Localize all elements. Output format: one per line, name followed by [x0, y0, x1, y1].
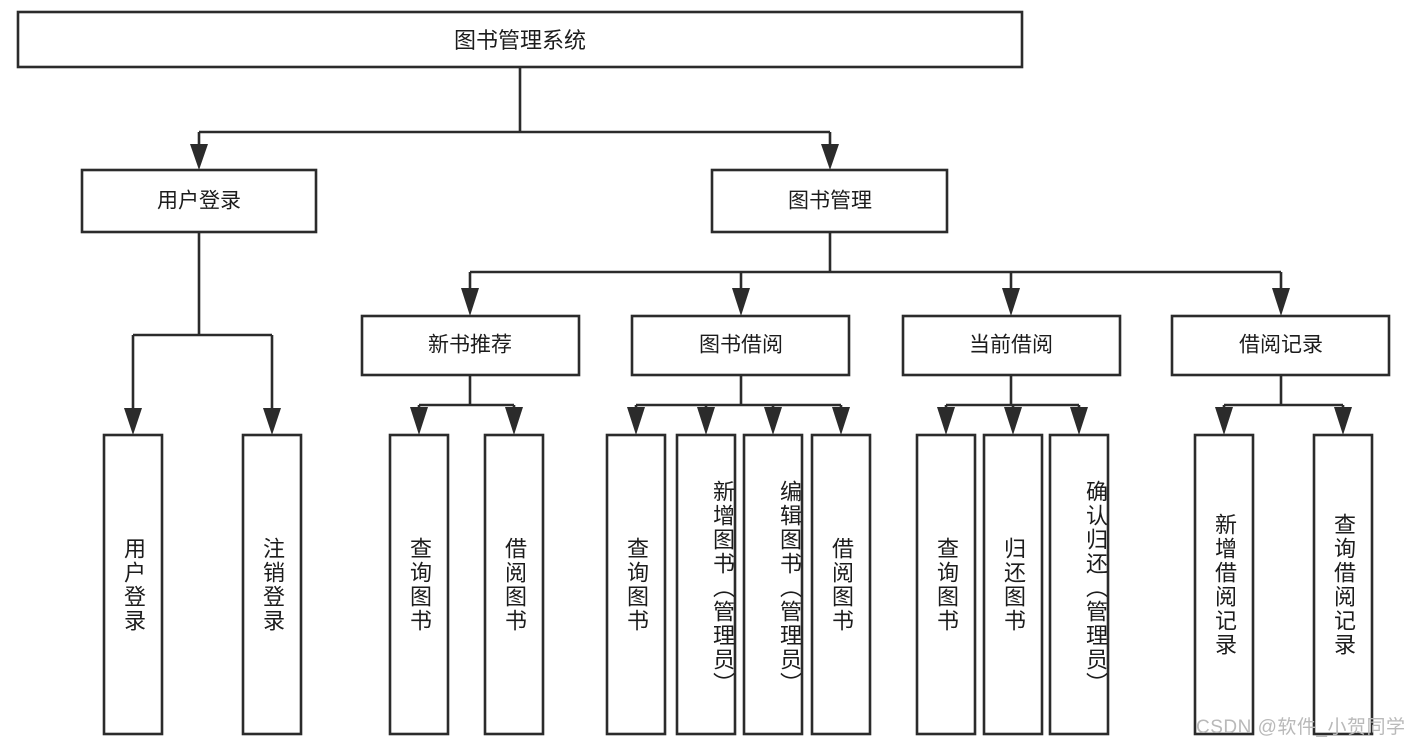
arrow-head-borrowrecord: [1272, 288, 1290, 316]
node-leaf-logout-login[interactable]: [241, 433, 303, 736]
csdn-watermark: CSDN @软件_小贺同学: [1196, 717, 1405, 738]
arrow-head-currentborrow: [1002, 288, 1020, 316]
node-book-borrow-label: 图书借阅: [699, 334, 783, 357]
node-leaf-user-login[interactable]: [102, 433, 164, 736]
node-leaf-query-book-2[interactable]: [605, 433, 667, 736]
node-borrow-record-label: 借阅记录: [1239, 334, 1323, 357]
node-leaf-borrow-book-2[interactable]: [810, 433, 872, 736]
node-leaf-confirm-return[interactable]: [1048, 433, 1110, 736]
connector-layer: [124, 67, 1352, 435]
arrow-head-leaf-user-login: [124, 408, 142, 435]
node-layer: 图书管理系统 用户登录 图书管理 新书推荐 图书借阅 当前借阅 借阅记录: [16, 10, 1391, 736]
node-root-label: 图书管理系统: [454, 28, 586, 53]
arrow-head-leaf-borrow-book-1: [505, 407, 523, 435]
node-user-login[interactable]: [80, 168, 318, 234]
node-new-book-rec[interactable]: [360, 314, 581, 377]
node-leaf-edit-book[interactable]: [742, 433, 804, 736]
node-leaf-add-record[interactable]: [1193, 433, 1255, 736]
node-leaf-borrow-book-1[interactable]: [483, 433, 545, 736]
node-book-manage[interactable]: [710, 168, 949, 234]
arrow-head-leaf-query-book-1: [410, 407, 428, 435]
node-leaf-query-record[interactable]: [1312, 433, 1374, 736]
arrow-head-leaf-edit-book: [764, 407, 782, 435]
arrow-head-newbook: [461, 288, 479, 316]
node-user-login-label: 用户登录: [157, 190, 241, 213]
node-book-borrow[interactable]: [630, 314, 851, 377]
node-leaf-add-book[interactable]: [675, 433, 737, 736]
arrow-head-leaf-query-book-3: [937, 407, 955, 435]
arrow-head-leaf-query-record: [1334, 407, 1352, 435]
arrow-head-leaf-logout-login: [263, 408, 281, 435]
arrow-head-leaf-confirm-return: [1070, 407, 1088, 435]
node-borrow-record[interactable]: [1170, 314, 1391, 377]
arrow-head-leaf-return-book: [1004, 407, 1022, 435]
arrow-head-leaf-add-book: [697, 407, 715, 435]
arrow-head-bookborrow: [732, 288, 750, 316]
node-root[interactable]: [16, 10, 1024, 69]
arrow-head-user-login: [190, 144, 208, 170]
arrow-head-leaf-query-book-2: [627, 407, 645, 435]
node-leaf-query-book-1[interactable]: [388, 433, 450, 736]
arrow-head-leaf-add-record: [1215, 407, 1233, 435]
node-book-manage-label: 图书管理: [788, 190, 872, 213]
arrow-head-leaf-borrow-book-2: [832, 407, 850, 435]
node-new-book-rec-label: 新书推荐: [428, 334, 512, 357]
node-leaf-query-book-3[interactable]: [915, 433, 977, 736]
node-leaf-return-book[interactable]: [982, 433, 1044, 736]
node-current-borrow[interactable]: [901, 314, 1122, 377]
node-current-borrow-label: 当前借阅: [969, 334, 1053, 357]
arrow-head-book-manage: [821, 144, 839, 170]
